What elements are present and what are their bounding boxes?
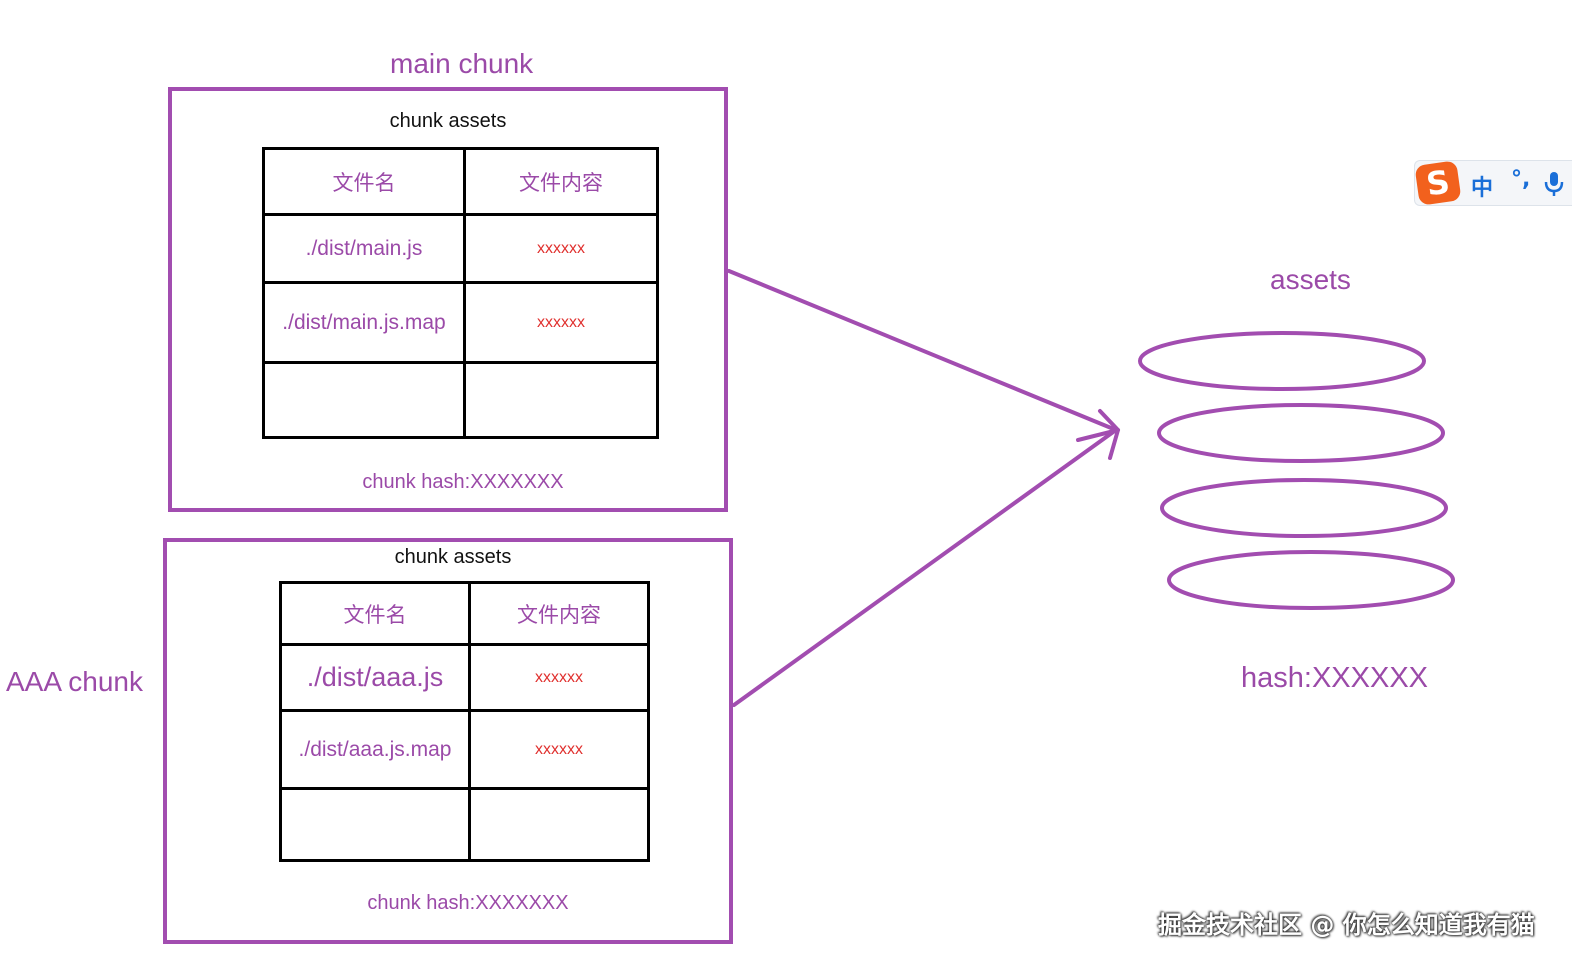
file-name-cell	[279, 787, 471, 862]
ime-toolbar[interactable]: S 中 °,	[1414, 160, 1572, 206]
table-header-row: 文件名 文件内容	[262, 147, 659, 216]
main-chunk-assets-table: 文件名 文件内容 ./dist/main.js xxxxxx ./dist/ma…	[262, 147, 659, 439]
assets-hash: hash:XXXXXX	[1241, 662, 1428, 694]
sogou-logo-icon[interactable]: S	[1414, 160, 1462, 206]
header-filename: 文件名	[262, 147, 466, 216]
file-content-cell: xxxxxx	[468, 643, 650, 712]
table-row	[262, 361, 659, 439]
asset-disk	[1138, 331, 1426, 391]
ime-mode-toggle[interactable]: 中	[1471, 176, 1494, 201]
main-chunk-hash: chunk hash:XXXXXXX	[362, 471, 564, 493]
file-content-cell	[468, 787, 650, 862]
table-row: ./dist/aaa.js.map xxxxxx	[279, 709, 650, 790]
file-content-cell: xxxxxx	[463, 281, 659, 364]
header-file-content: 文件内容	[468, 581, 650, 646]
file-name-cell: ./dist/aaa.js	[279, 643, 471, 712]
file-content-cell	[463, 361, 659, 439]
watermark: 掘金技术社区 @ 你怎么知道我有猫	[1158, 911, 1535, 939]
main-chunk-title: main chunk	[390, 48, 534, 79]
file-content-cell: xxxxxx	[468, 709, 650, 790]
file-name-cell: ./dist/aaa.js.map	[279, 709, 471, 790]
assets-title: assets	[1270, 264, 1351, 295]
aaa-chunk-title: AAA chunk	[6, 666, 143, 697]
table-row: ./dist/main.js xxxxxx	[262, 213, 659, 284]
header-file-content: 文件内容	[463, 147, 659, 216]
microphone-icon[interactable]	[1543, 171, 1565, 197]
aaa-chunk-box	[163, 538, 733, 944]
table-row	[279, 787, 650, 862]
aaa-chunk-assets-table: 文件名 文件内容 ./dist/aaa.js xxxxxx ./dist/aaa…	[279, 581, 650, 862]
arrow-head	[1108, 428, 1120, 460]
asset-disk	[1167, 550, 1455, 610]
table-header-row: 文件名 文件内容	[279, 581, 650, 646]
aaa-to-assets-arrow	[732, 428, 1118, 707]
table-row: ./dist/main.js.map xxxxxx	[262, 281, 659, 364]
aaa-chunk-hash: chunk hash:XXXXXXX	[367, 892, 569, 914]
asset-disk	[1160, 478, 1448, 538]
aaa-chunk-assets-title: chunk assets	[394, 546, 512, 568]
header-filename: 文件名	[279, 581, 471, 646]
ime-punctuation-toggle[interactable]: °,	[1511, 167, 1531, 192]
main-to-assets-arrow	[727, 269, 1118, 432]
file-content-cell: xxxxxx	[463, 213, 659, 284]
main-chunk-assets-title: chunk assets	[389, 110, 507, 132]
file-name-cell: ./dist/main.js.map	[262, 281, 466, 364]
file-name-cell: ./dist/main.js	[262, 213, 466, 284]
main-chunk-box	[168, 87, 728, 512]
table-row: ./dist/aaa.js xxxxxx	[279, 643, 650, 712]
asset-disk	[1157, 403, 1445, 463]
file-name-cell	[262, 361, 466, 439]
